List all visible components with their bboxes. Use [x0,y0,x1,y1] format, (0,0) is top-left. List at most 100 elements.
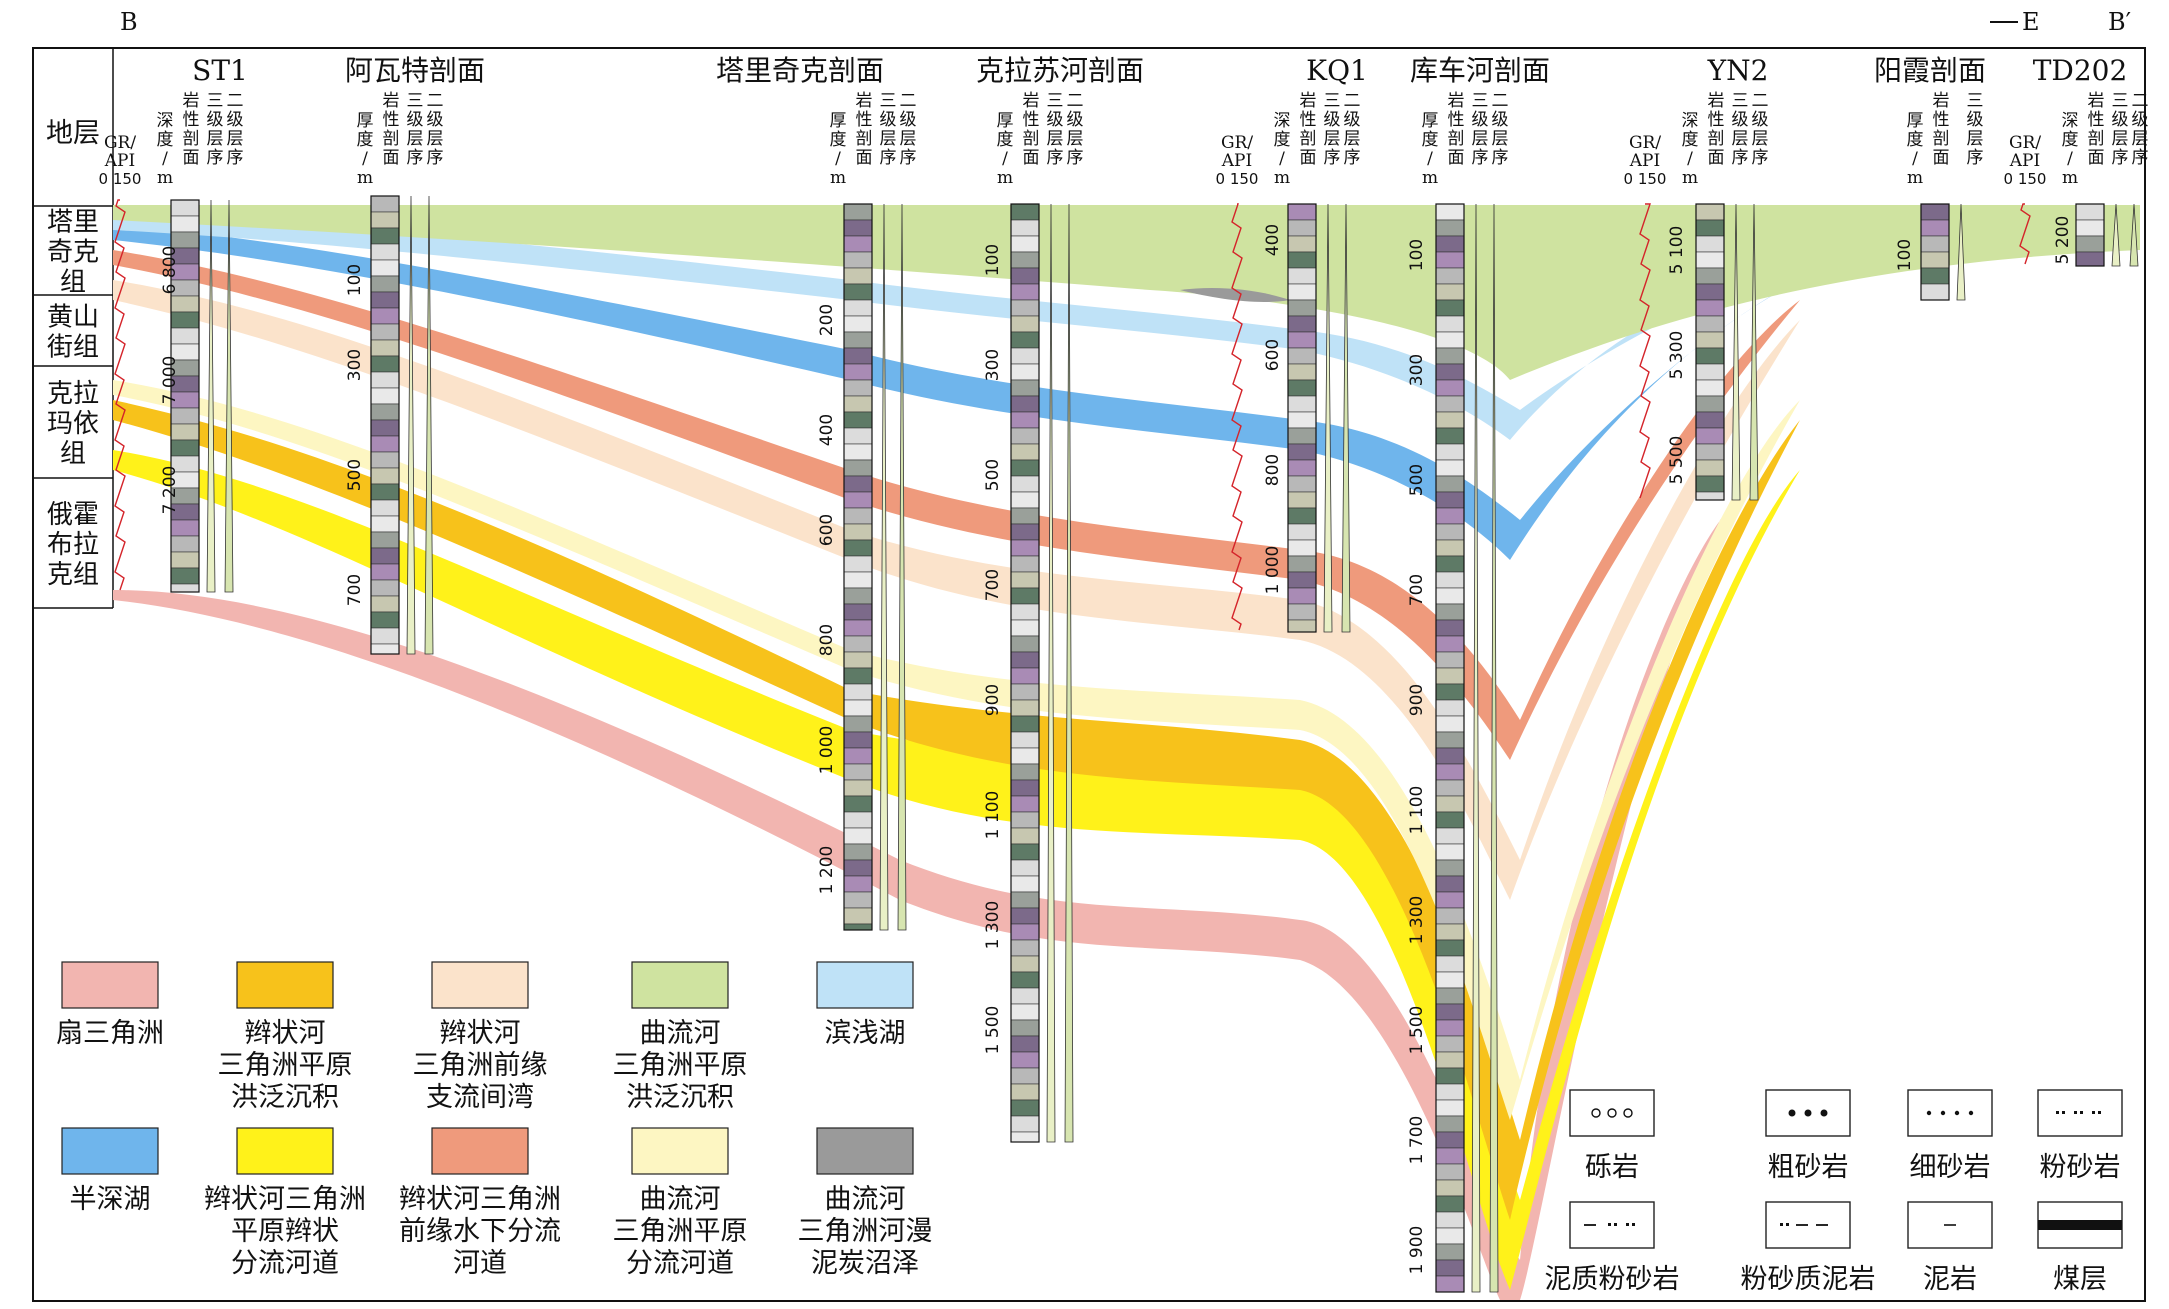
facies-label: 辫状河三角洲 [399,1184,561,1215]
facies-label: 泥炭沼泽 [811,1248,919,1279]
depth-tick-label: 300 [1407,354,1427,386]
lithology-bed [843,571,873,589]
lithology-bed [1435,1083,1465,1101]
depth-tick-label: 300 [345,349,365,381]
lithology-bed [1010,475,1040,493]
formation-label: 塔里 [47,208,99,238]
lithology-bed [1695,427,1725,445]
sequence-triangle [1749,203,1759,501]
third-order-header: 序 [207,148,224,168]
lithology-bed [1287,603,1317,621]
lithology-bed [1435,1275,1465,1293]
lithology-bed [843,411,873,429]
lithology-bed [1287,507,1317,525]
lithology-bed [1695,411,1725,429]
lithology-bed [1010,827,1040,845]
third-order-header: 三 [1324,91,1341,111]
lithology-bed [1435,363,1465,381]
second-order-header: 层 [2132,129,2149,149]
lithology-bed [370,259,400,277]
third-order-header: 级 [1047,110,1064,130]
lithology-header: 性 [1708,110,1725,130]
lithology-bed [1010,491,1040,509]
lithology-header: 剖 [383,129,400,149]
gr-header: GR/ [1629,133,1661,153]
sequence-triangle [897,203,907,931]
depth-tick-label: 6 800 [160,246,180,295]
lithology-bed [370,227,400,245]
facies-label: 河道 [453,1248,507,1279]
lithology-bed [1435,347,1465,365]
depth-header: 深 [157,111,174,131]
lithology-header: 岩 [1300,91,1317,111]
lithology-bed [843,427,873,445]
lithology-header: 剖 [2088,129,2105,149]
lithology-bed [843,811,873,829]
lithology-bed [2075,219,2105,237]
lithology-header: 剖 [1023,129,1040,149]
lithology-legend-item: 粗砂岩 [1765,1089,1851,1183]
lithology-bed [370,627,400,645]
thickness-header: / [1912,149,1918,169]
second-order-header: 序 [1752,148,1769,168]
lithology-bed [1010,683,1040,701]
lithology-bed [1435,219,1465,237]
lithology-bed [1435,763,1465,781]
gr-scale: 0 150 [1216,170,1259,188]
depth-tick-label: 800 [817,624,837,656]
depth-tick-label: 7 200 [160,466,180,515]
lithology-bed [1435,715,1465,733]
lithology-header: 剖 [1448,129,1465,149]
lithology-bed [1435,491,1465,509]
facies-label: 半深湖 [70,1184,151,1215]
lithology-bed [843,363,873,381]
lithology-bed [1435,555,1465,573]
thickness-header: 厚 [1422,111,1439,131]
second-order-header: 层 [1752,129,1769,149]
lithology-bed [1435,1179,1465,1197]
lithology-bed [1435,1003,1465,1021]
lithology-bed [1435,267,1465,285]
column-name: 塔里奇克剖面 [716,54,884,87]
third-order-header: 序 [1047,148,1064,168]
lithology-bed [843,875,873,893]
lithology-bed [843,379,873,397]
lithology-bed [1010,939,1040,957]
lithology-bed [1435,907,1465,925]
facies-band-underwater-channel [113,250,1800,760]
lithology-bed [1435,411,1465,429]
lithology-bed [370,323,400,341]
third-order-header: 三 [1472,91,1489,111]
third-order-header: 层 [880,129,897,149]
api-header: API [1629,151,1660,171]
lithology-bed [1695,267,1725,285]
facies-swatch [431,1127,529,1175]
lithology-bed [370,195,400,213]
api-header: API [104,151,135,171]
lithology-bed [1010,907,1040,925]
lithology-bed [1287,363,1317,381]
lithology-legend-item: 泥岩 [1907,1201,1993,1295]
lithology-bed [843,219,873,237]
formation-label: 俄霍 [47,500,99,530]
lithology-bed [1010,1099,1040,1117]
thickness-header: 厚 [1907,111,1924,131]
lithology-legend-item: 泥质粉砂岩 [1545,1201,1680,1295]
lithology-bed [843,635,873,653]
lithology-bed [1010,731,1040,749]
lithology-bed [170,407,200,425]
lithology-bed [1435,299,1465,317]
lithology-bed [1435,1147,1465,1165]
lithology-bed [170,311,200,329]
lithology-bed [1435,1131,1465,1149]
lithology-bed [1695,491,1725,501]
thickness-header: m [997,168,1013,188]
lithology-bed [843,251,873,269]
lithology-bed [843,619,873,637]
lithology-header: 剖 [1300,129,1317,149]
second-order-header: 层 [900,129,917,149]
thickness-header: m [830,168,846,188]
